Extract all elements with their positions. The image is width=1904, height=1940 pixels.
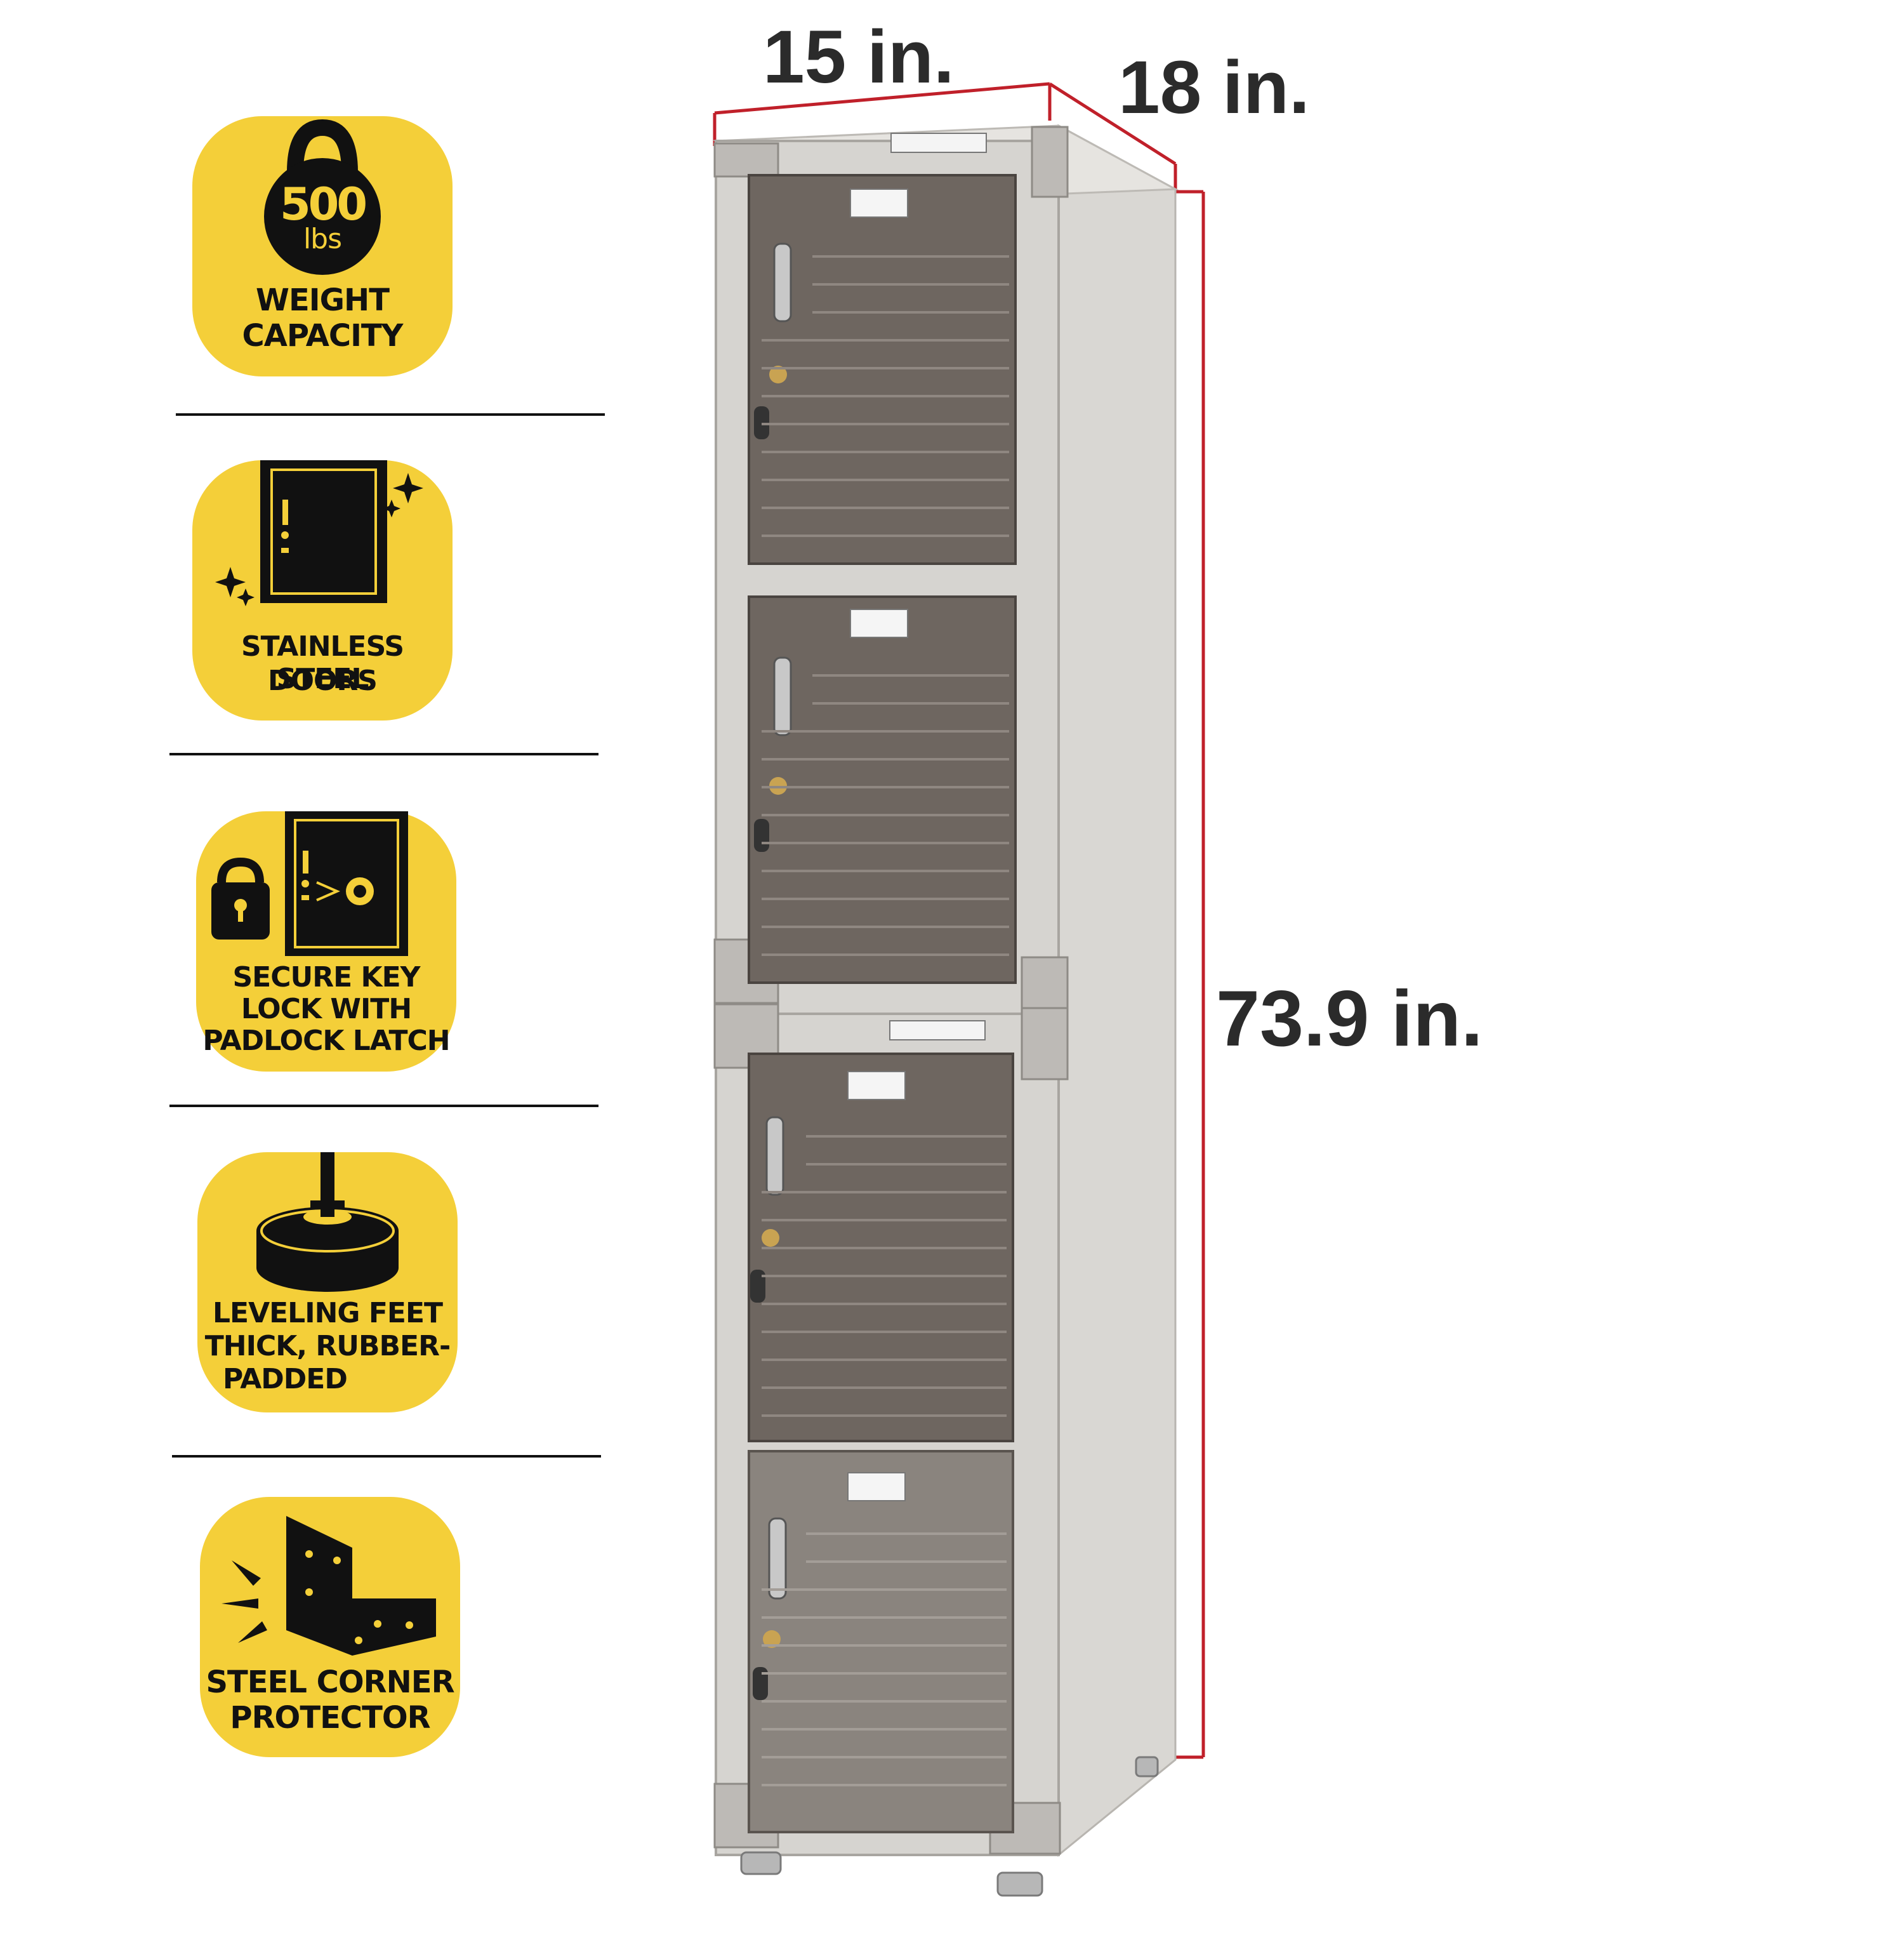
weight-unit: lbs (303, 223, 342, 255)
divider (176, 413, 605, 416)
cabinet-side-panel (1057, 124, 1177, 1857)
leveling-foot (1135, 1756, 1159, 1777)
corner-protector (1021, 956, 1069, 1012)
lower-cabinet-frame (715, 1013, 1060, 1856)
depth-dimension-label: 18 in. (1118, 46, 1310, 130)
feature-label-line: PADLOCK LATCH (202, 1025, 450, 1057)
feature-label-line: WEIGHT (256, 282, 390, 318)
locker-door-4 (748, 1450, 1014, 1833)
padlock-latch-icon (211, 811, 408, 956)
leveling-foot-icon (256, 1152, 399, 1292)
feature-label-line: LOCK WITH (241, 993, 412, 1025)
brand-plate (889, 1020, 986, 1040)
divider (169, 1105, 598, 1107)
cabinet-top (712, 124, 1179, 204)
feature-label-line: LEVELING FEET (212, 1297, 443, 1329)
feature-label-line: THICK, RUBBER- (204, 1330, 451, 1362)
feature-label-line: SECURE KEY (232, 961, 420, 993)
kettlebell-icon (264, 119, 381, 275)
feature-badge-corner: STEEL CORNER PROTECTOR (200, 1497, 460, 1757)
feature-label-line: DOORS (268, 665, 378, 697)
divider (169, 753, 598, 755)
width-dimension-label: 15 in. (763, 15, 955, 99)
divider (172, 1455, 601, 1458)
corner-protector (1031, 126, 1069, 198)
feature-badge-feet: LEVELING FEET THICK, RUBBER- PADDED (197, 1152, 458, 1412)
locker-door-1 (748, 174, 1017, 565)
locker-door-3 (748, 1053, 1014, 1442)
corner-protector (1021, 1007, 1069, 1080)
corner-protector (713, 938, 779, 1004)
corner-protector (713, 1783, 779, 1849)
feature-badge-lock: SECURE KEY LOCK WITH PADLOCK LATCH (196, 811, 456, 1072)
corner-protector (713, 142, 779, 178)
feature-label-line: STEEL CORNER (206, 1664, 454, 1700)
leveling-foot (996, 1871, 1043, 1897)
feature-badge-doors: STAINLESS STEEL DOORS (192, 460, 453, 721)
weight-value: 500 (279, 178, 367, 230)
feature-label-line: PROTECTOR (230, 1700, 430, 1736)
leveling-foot (740, 1851, 782, 1875)
corner-bracket-icon (221, 1516, 436, 1656)
corner-protector (713, 1003, 779, 1069)
feature-label-line: STAINLESS STEEL (241, 630, 404, 695)
steel-door-icon (215, 460, 423, 606)
feature-label-line: CAPACITY (242, 318, 404, 354)
feature-label-line: PADDED (223, 1363, 348, 1395)
height-dimension-label: 73.9 in. (1216, 975, 1483, 1063)
brand-plate (890, 133, 987, 153)
locker-door-2 (748, 595, 1017, 984)
feature-badge-weight: 500 lbs WEIGHT CAPACITY (192, 116, 453, 376)
corner-protector (989, 1802, 1061, 1855)
upper-cabinet-frame (715, 140, 1060, 1015)
height-dimension-line (1174, 190, 1205, 1759)
